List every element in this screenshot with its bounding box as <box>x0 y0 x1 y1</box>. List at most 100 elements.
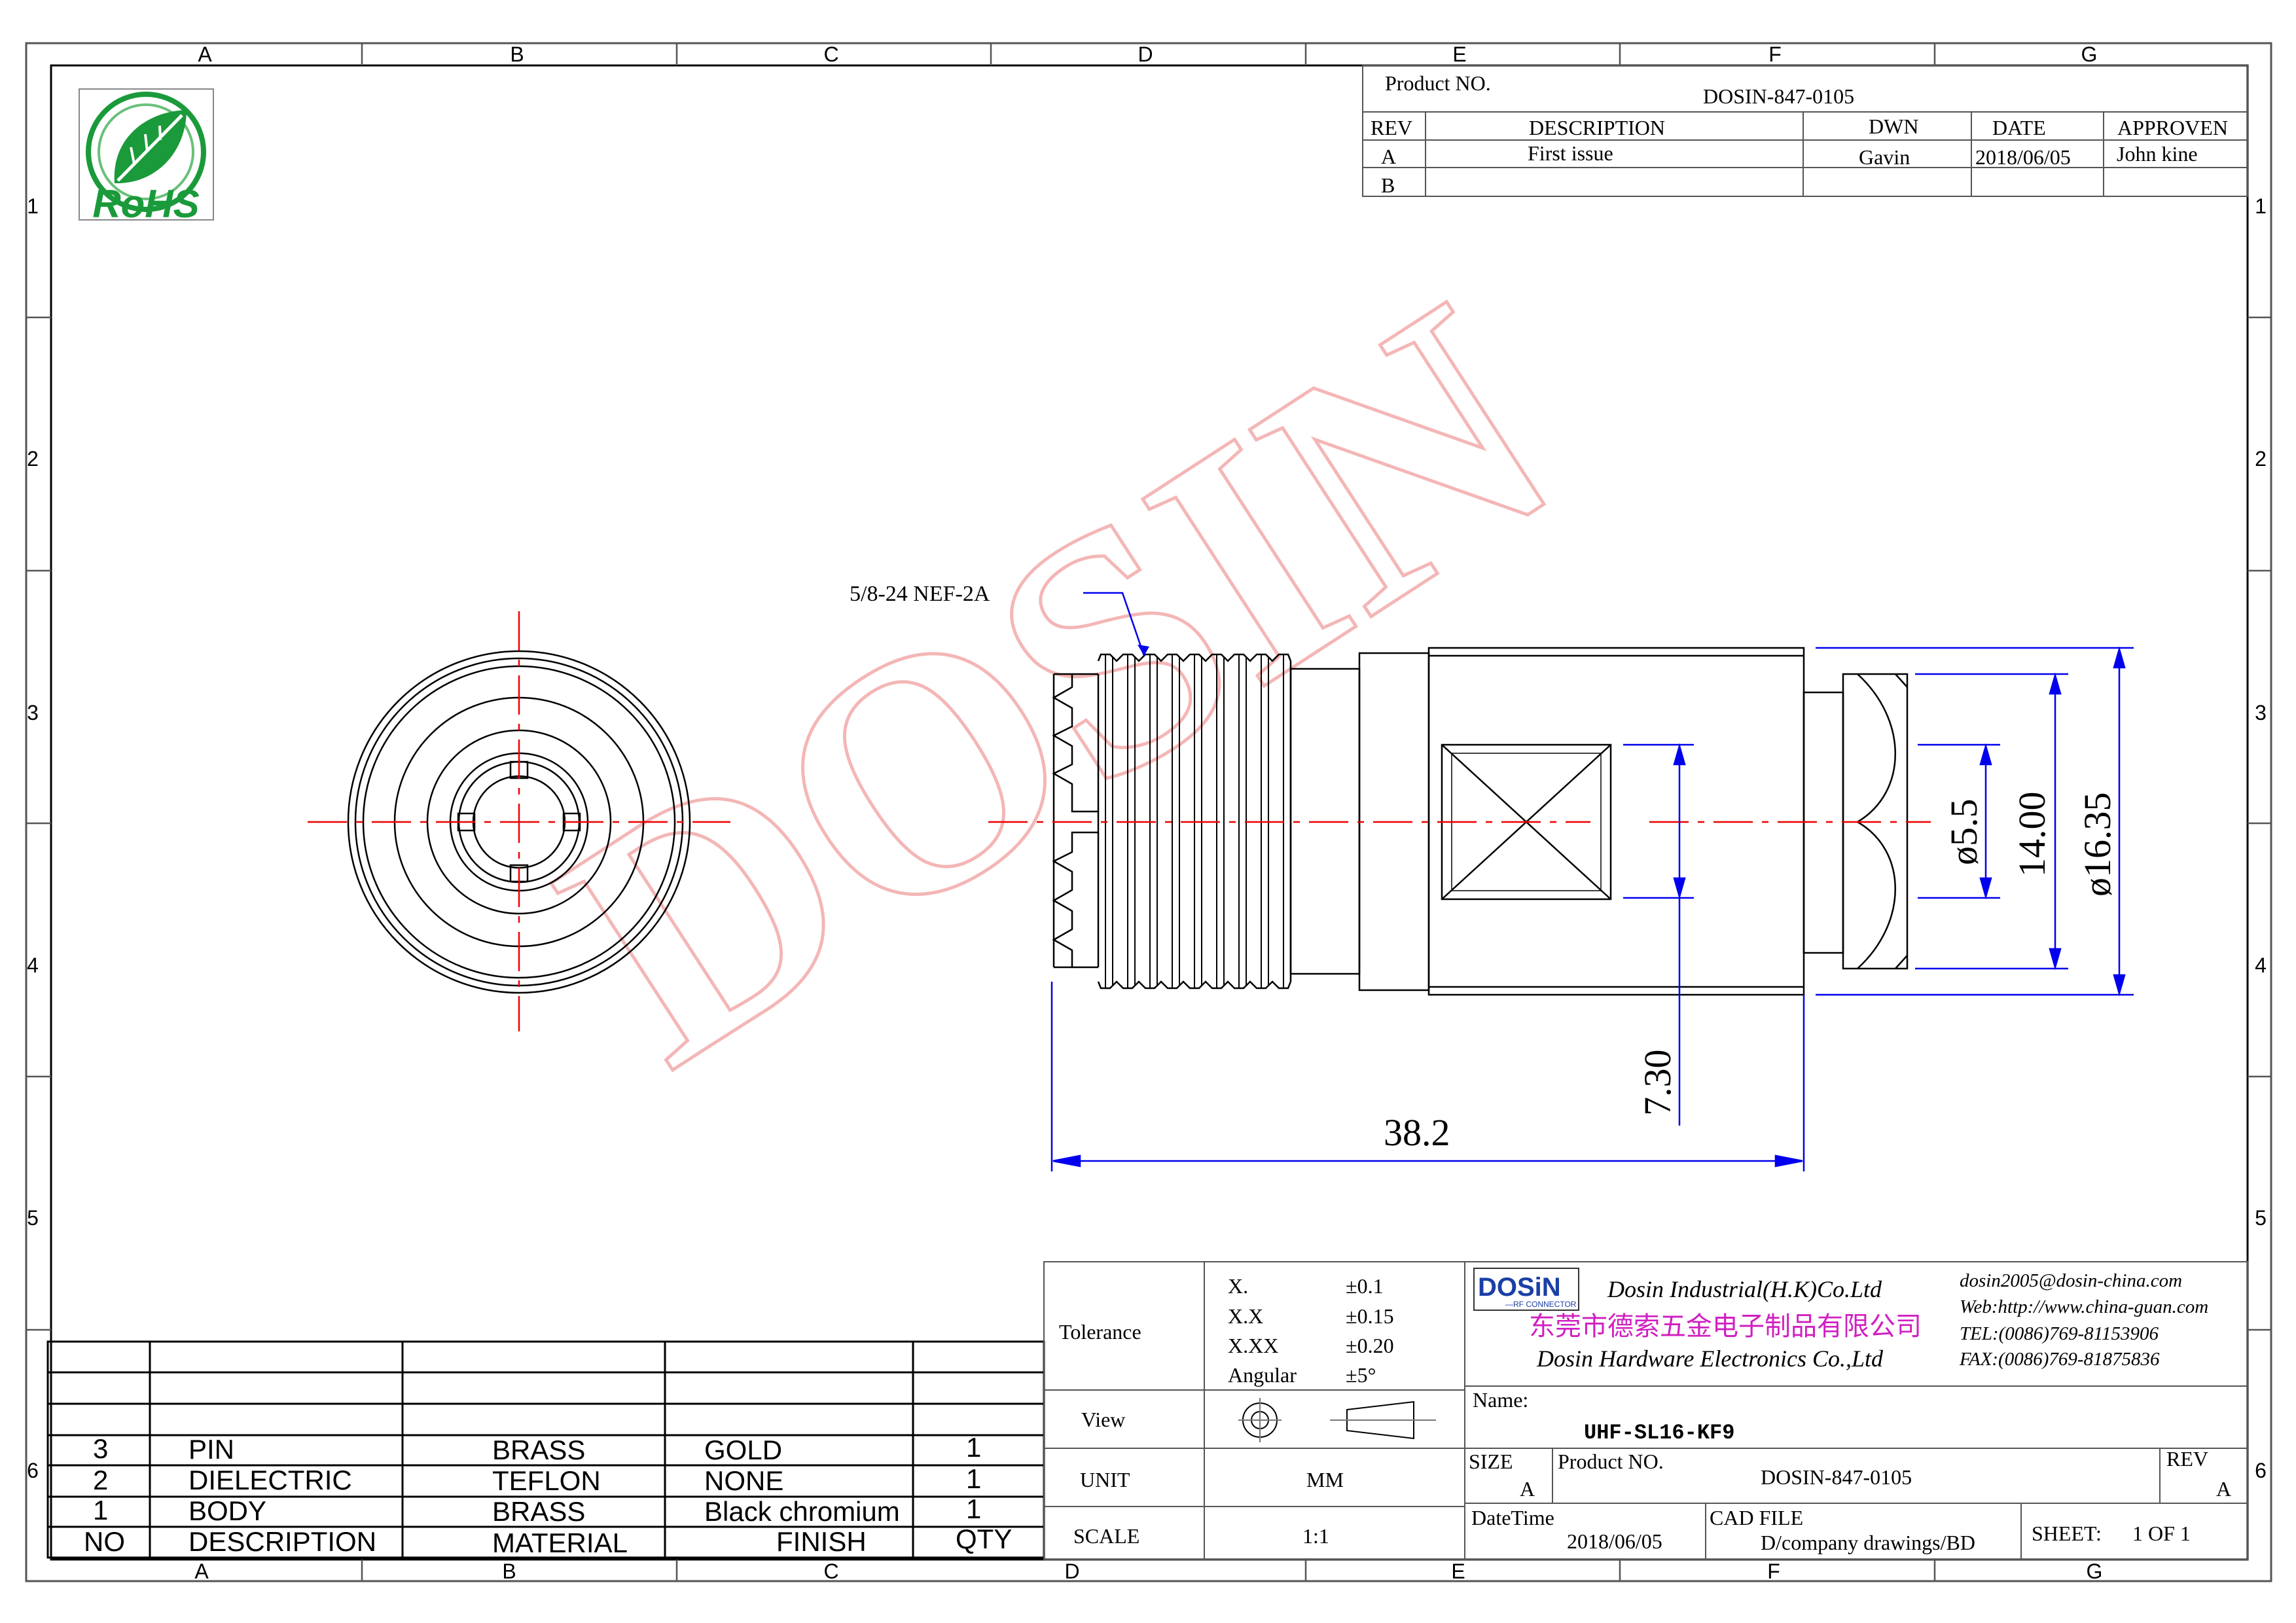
zone-col-f-bottom: F <box>1767 1560 1780 1583</box>
zone-col-e: E <box>1452 43 1466 66</box>
revision-row-a-date: 2018/06/05 <box>1975 145 2071 169</box>
bom-row-1-finish: Black chromium <box>704 1496 900 1527</box>
revision-row-a-description: First issue <box>1528 141 1613 165</box>
bom-header-description: DESCRIPTION <box>188 1526 376 1557</box>
zone-numbers: 1 2 3 4 5 6 1 2 3 4 5 6 <box>27 194 2267 1482</box>
scale-label: SCALE <box>1073 1524 1139 1548</box>
cad-file-value: D/company drawings/BD <box>1761 1531 1975 1554</box>
outer-border <box>25 42 2272 1582</box>
dim-diameter-55: ø5.5 <box>1943 799 1985 866</box>
tolerance-xx-key: X.X <box>1228 1304 1263 1328</box>
zone-row-6-left: 6 <box>27 1459 39 1482</box>
company-web: Web:http://www.china-guan.com <box>1960 1296 2208 1317</box>
tolerance-block-grid <box>1043 1261 2248 1560</box>
zone-row-2-right: 2 <box>2255 447 2267 471</box>
company-name-hw: Dosin Hardware Electronics Co.,Ltd <box>1536 1346 1884 1372</box>
rohs-label: RoHS <box>92 182 199 226</box>
revision-row-a-approven: John kine <box>2117 142 2198 166</box>
dimension-labels: ø16.35 14.00 ø5.5 7.30 38.2 <box>1384 792 2119 1154</box>
zone-row-1-left: 1 <box>27 194 39 218</box>
zone-row-6-right: 6 <box>2255 1459 2267 1482</box>
datetime-label: DateTime <box>1471 1506 1554 1529</box>
bom-row-3-material: BRASS <box>492 1435 585 1465</box>
tolerance-xxx-key: X.XX <box>1228 1334 1278 1357</box>
title-rev-label: REV <box>2166 1447 2208 1471</box>
unit-value: MM <box>1306 1468 1344 1491</box>
tolerance-angular-key: Angular <box>1228 1363 1297 1387</box>
name-label: Name: <box>1473 1388 1528 1412</box>
bom-header-material: MATERIAL <box>492 1527 628 1558</box>
zone-row-3-left: 3 <box>27 701 39 724</box>
bom-text: 3 PIN BRASS GOLD 1 2 DIELECTRIC TEFLON N… <box>84 1432 1012 1558</box>
dim-730: 7.30 <box>1636 1050 1679 1116</box>
dim-diameter-1635: ø16.35 <box>2076 793 2119 897</box>
zone-row-2-left: 2 <box>27 447 39 471</box>
zone-col-c-bottom: C <box>823 1560 838 1583</box>
company-text: Dosin Industrial(H.K)Co.Ltd 东莞市德索五金电子制品有… <box>1529 1270 2208 1372</box>
company-tel: TEL:(0086)769-81153906 <box>1960 1323 2159 1344</box>
company-logo-text: DOSiN <box>1478 1273 1561 1302</box>
zone-row-1-right: 1 <box>2255 194 2267 218</box>
approven-col-header: APPROVEN <box>2117 116 2228 139</box>
cad-file-label: CAD FILE <box>1710 1506 1803 1529</box>
zone-col-g-bottom: G <box>2087 1560 2103 1583</box>
bom-row-2-no: 2 <box>93 1465 108 1495</box>
zone-col-f: F <box>1768 43 1782 66</box>
scale-value: 1:1 <box>1302 1524 1329 1548</box>
tolerance-xxx-value: ±0.20 <box>1346 1334 1394 1357</box>
sheet-label: SHEET: <box>2032 1522 2102 1545</box>
bom-row-3-finish: GOLD <box>704 1435 782 1465</box>
zone-row-5-right: 5 <box>2255 1206 2267 1230</box>
size-value: A <box>1520 1477 1535 1501</box>
bom-row-1-qty: 1 <box>966 1493 981 1524</box>
bom-row-3-no: 3 <box>93 1433 108 1464</box>
description-col-header: DESCRIPTION <box>1529 116 1665 139</box>
company-name-cn: 东莞市德索五金电子制品有限公司 <box>1529 1311 1922 1342</box>
sheet-value: 1 OF 1 <box>2132 1522 2191 1545</box>
dim-382: 38.2 <box>1384 1111 1450 1154</box>
zone-row-4-left: 4 <box>27 954 39 977</box>
unit-label: UNIT <box>1080 1468 1130 1491</box>
title-product-no-label: Product NO. <box>1558 1450 1664 1473</box>
zone-col-e-bottom: E <box>1451 1560 1465 1583</box>
company-email: dosin2005@dosin-china.com <box>1960 1270 2182 1291</box>
bom-row-2-finish: NONE <box>704 1465 783 1496</box>
dimension-lines <box>1050 646 2134 1171</box>
datetime-value: 2018/06/05 <box>1567 1529 1662 1553</box>
bom-row-3-qty: 1 <box>966 1432 981 1463</box>
tolerance-xx-value: ±0.15 <box>1346 1304 1394 1328</box>
company-fax: FAX:(0086)769-81875836 <box>1959 1349 2160 1370</box>
revision-row-a-rev: A <box>1381 145 1396 168</box>
dim-1400: 14.00 <box>2011 792 2053 878</box>
date-col-header: DATE <box>1992 116 2046 139</box>
revision-text: Product NO. DOSIN-847-0105 REV DESCRIPTI… <box>1371 71 2228 197</box>
rohs-logo: RoHS <box>79 88 214 226</box>
zone-col-d-bottom: D <box>1064 1560 1079 1583</box>
bom-row-2-material: TEFLON <box>492 1465 601 1496</box>
bom-header-finish: FINISH <box>776 1526 867 1557</box>
header-product-no-value: DOSIN-847-0105 <box>1703 84 1854 108</box>
bom-row-1-no: 1 <box>93 1495 108 1525</box>
thread-callout: 5/8-24 NEF-2A <box>850 582 990 606</box>
bom-header-no: NO <box>84 1526 125 1557</box>
view-label: View <box>1081 1408 1125 1431</box>
zone-letters-top: A B C D E F G <box>198 43 2097 66</box>
size-label: SIZE <box>1469 1450 1513 1473</box>
thread-leader-arrow <box>1138 645 1149 656</box>
thread-leader <box>1083 592 1145 656</box>
bom-row-2-qty: 1 <box>966 1463 981 1494</box>
zone-col-g: G <box>2081 43 2098 66</box>
bom-row-2-description: DIELECTRIC <box>188 1465 352 1495</box>
zone-col-a-bottom: A <box>194 1560 209 1583</box>
zone-letters-bottom: A B C D E F G <box>194 1560 2102 1583</box>
zone-col-b: B <box>510 43 524 66</box>
revision-row-b-rev: B <box>1381 173 1395 197</box>
tolerance-label: Tolerance <box>1059 1320 1141 1344</box>
bom-row-3-description: PIN <box>188 1434 234 1465</box>
bom-header-qty: QTY <box>956 1524 1012 1554</box>
title-rev-value: A <box>2216 1477 2231 1501</box>
tolerance-x-key: X. <box>1228 1274 1248 1298</box>
tolerance-x-value: ±0.1 <box>1346 1274 1384 1298</box>
zone-row-3-right: 3 <box>2255 701 2267 724</box>
watermark-text: DOSIN <box>503 232 1612 1135</box>
